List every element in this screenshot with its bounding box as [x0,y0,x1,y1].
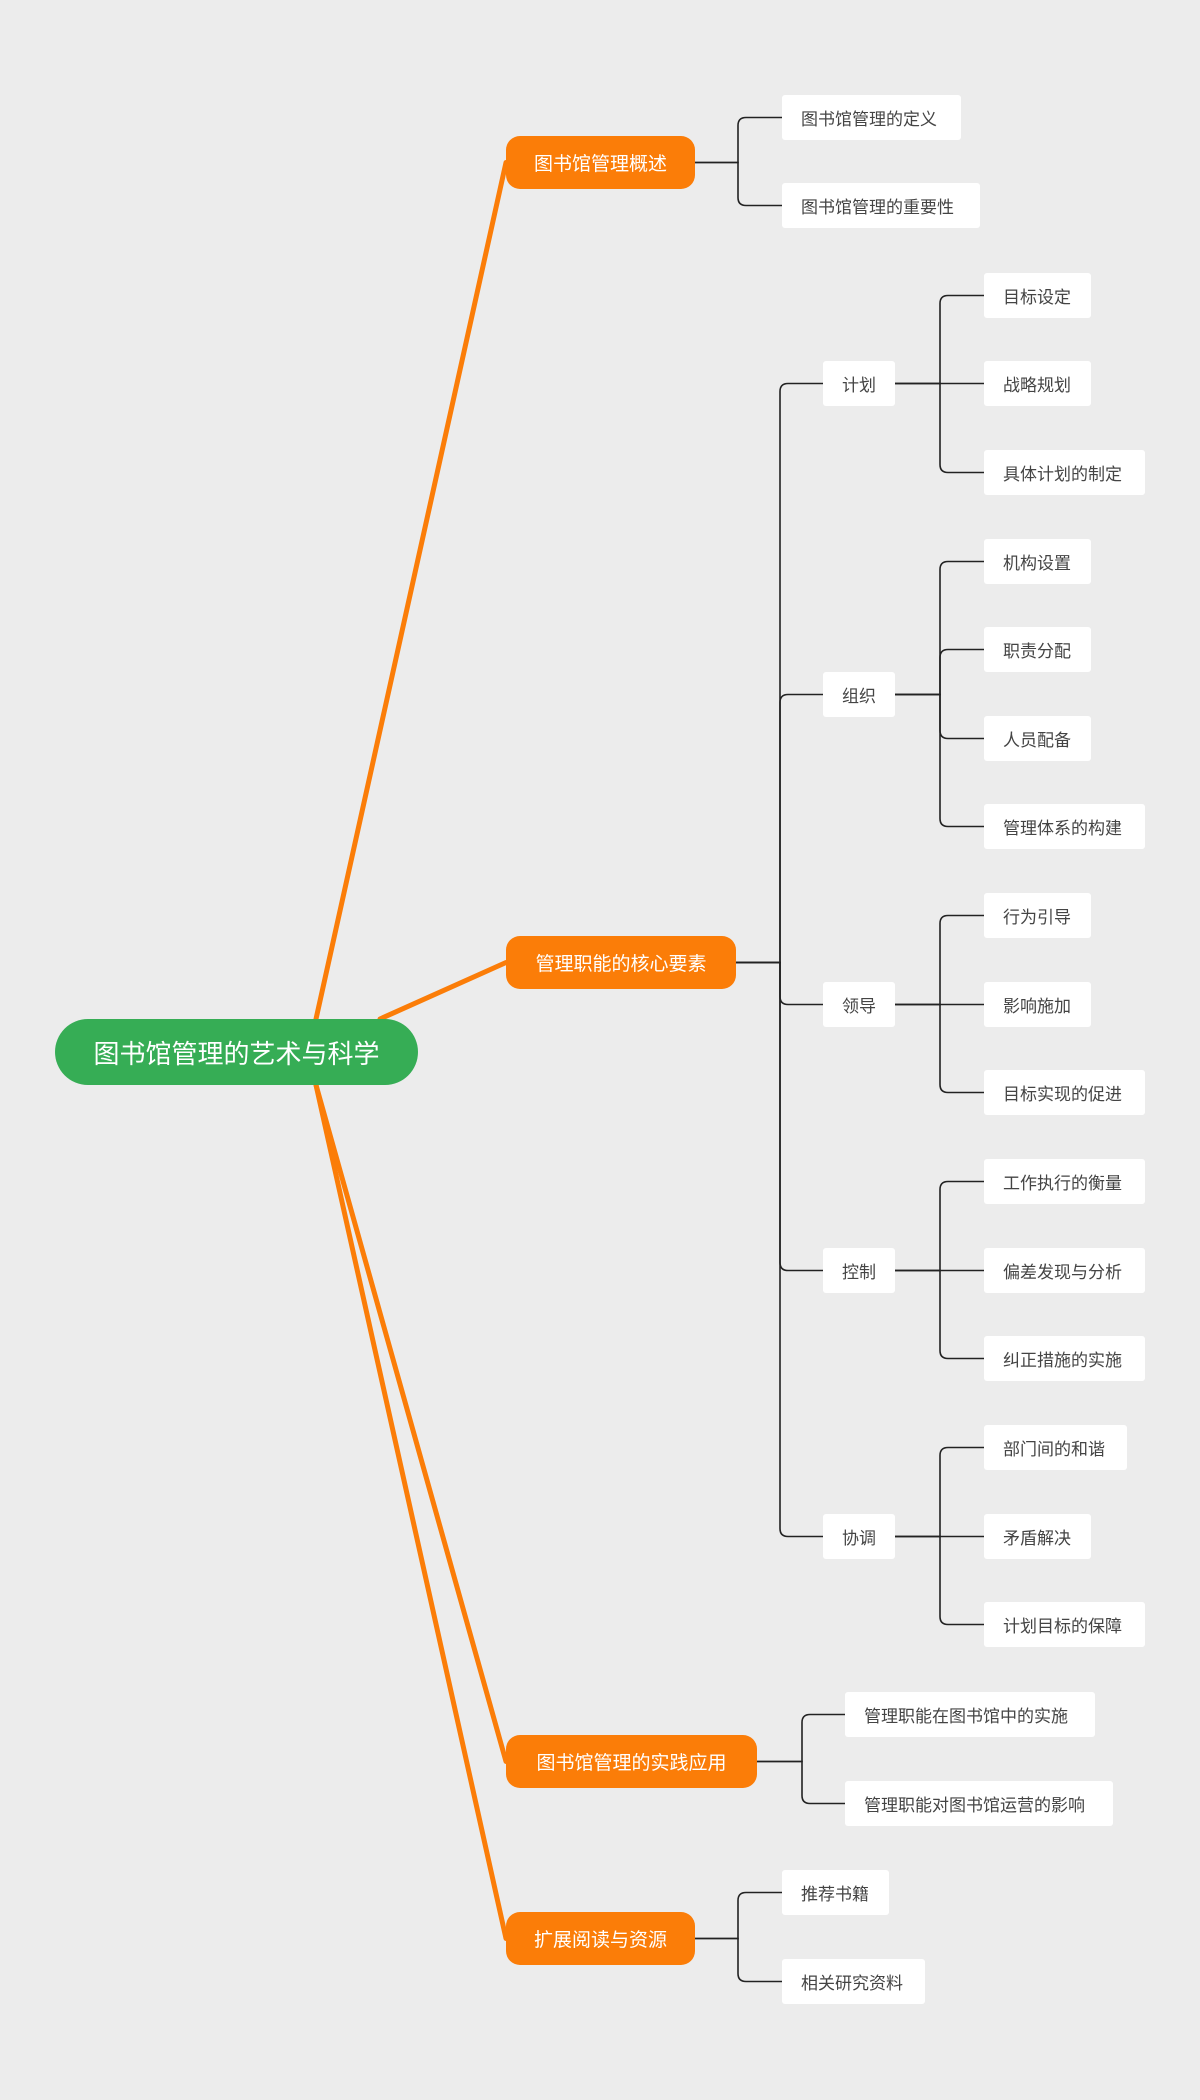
connector-10 [894,560,985,696]
branch-core-functions[interactable]: 管理职能的核心要素 [506,936,736,989]
connector-3 [735,693,824,964]
leaf-goal-assurance[interactable]: 计划目标的保障 [984,1602,1145,1647]
leaf-influence[interactable]: 影响施加 [984,982,1091,1027]
root-node[interactable]: 图书馆管理的艺术与科学 [55,1019,418,1085]
leaf-structure-setup[interactable]: 机构设置 [984,539,1091,584]
connector-7 [894,294,985,385]
leaf-goal-setting[interactable]: 目标设定 [984,273,1091,318]
connector-24 [756,1760,846,1805]
sub-leading[interactable]: 领导 [823,982,895,1027]
connector-16 [894,1003,985,1094]
leaf-performance-measure[interactable]: 工作执行的衡量 [984,1159,1145,1204]
connector-25 [694,1891,783,1940]
connector-20 [894,1446,985,1538]
connector-1 [694,161,783,207]
leaf-system-building[interactable]: 管理体系的构建 [984,804,1145,849]
connector-6 [735,961,824,1538]
branch-practice[interactable]: 图书馆管理的实践应用 [506,1735,757,1788]
leaf-behavior-guidance[interactable]: 行为引导 [984,893,1091,938]
leaf-research-materials[interactable]: 相关研究资料 [782,1959,925,2004]
connector-13 [894,693,985,828]
leaf-conflict-resolution[interactable]: 矛盾解决 [984,1514,1091,1559]
connector-19 [894,1269,985,1360]
connector-0 [694,116,783,164]
connector-23 [756,1713,846,1763]
leaf-department-harmony[interactable]: 部门间的和谐 [984,1425,1127,1470]
leaf-recommended-books[interactable]: 推荐书籍 [782,1870,889,1915]
leaf-duty-allocation[interactable]: 职责分配 [984,627,1091,672]
root-link-branch-overview [313,160,509,1022]
connector-22 [894,1535,985,1626]
sub-organizing[interactable]: 组织 [823,672,895,717]
sub-coordinating[interactable]: 协调 [823,1514,895,1559]
leaf-deviation-analysis[interactable]: 偏差发现与分析 [984,1248,1145,1293]
leaf-implementation[interactable]: 管理职能在图书馆中的实施 [845,1692,1095,1737]
sub-controlling[interactable]: 控制 [823,1248,895,1293]
connector-9 [894,382,985,474]
root-link-branch-core-functions [377,960,509,1022]
connector-14 [894,914,985,1006]
connector-11 [894,648,985,696]
connector-17 [894,1180,985,1272]
leaf-strategic-planning[interactable]: 战略规划 [984,361,1091,406]
branch-overview[interactable]: 图书馆管理概述 [506,136,695,189]
leaf-staffing[interactable]: 人员配备 [984,716,1091,761]
leaf-specific-plans[interactable]: 具体计划的制定 [984,450,1145,495]
root-link-branch-practice [313,1082,509,1764]
connector-26 [694,1937,783,1983]
sub-planning[interactable]: 计划 [823,361,895,406]
leaf-operation-impact[interactable]: 管理职能对图书馆运营的影响 [845,1781,1113,1826]
root-link-branch-further-reading [313,1082,509,1941]
leaf-definition[interactable]: 图书馆管理的定义 [782,95,961,140]
branch-further-reading[interactable]: 扩展阅读与资源 [506,1912,695,1965]
leaf-importance[interactable]: 图书馆管理的重要性 [782,183,980,228]
leaf-goal-achievement[interactable]: 目标实现的促进 [984,1070,1145,1115]
leaf-corrective-action[interactable]: 纠正措施的实施 [984,1336,1145,1381]
connector-2 [735,382,824,964]
